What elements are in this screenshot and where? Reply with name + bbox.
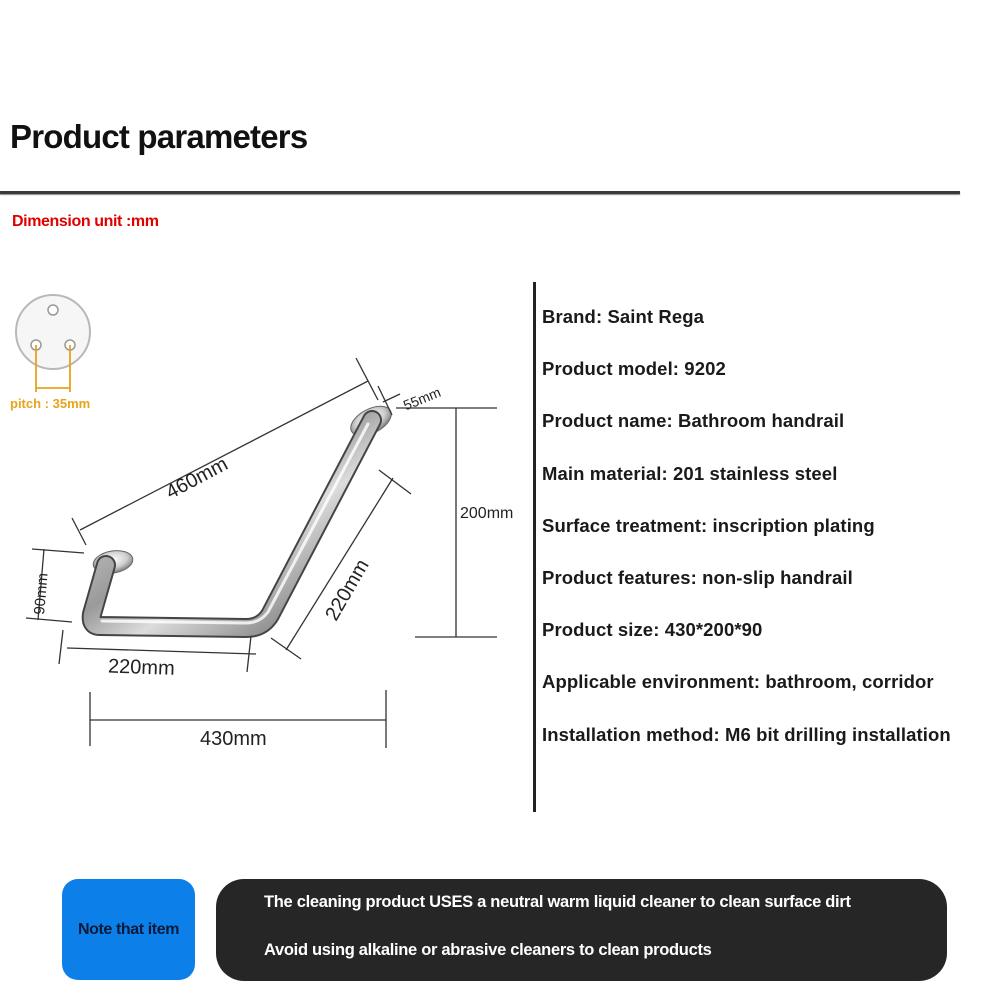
dimension-line-55 [377, 385, 401, 416]
spec-model: Product model: 9202 [542, 358, 726, 380]
care-notice-box: The cleaning product USES a neutral warm… [216, 879, 947, 981]
spec-list: Brand: Saint Rega Product model: 9202 Pr… [542, 306, 951, 776]
dimension-line-220-slanted [270, 469, 412, 660]
spec-surface: Surface treatment: inscription plating [542, 514, 875, 536]
spec-name: Product name: Bathroom handrail [542, 410, 845, 432]
note-badge: Note that item [62, 879, 195, 980]
spec-installation: Installation method: M6 bit drilling ins… [542, 723, 951, 745]
dimension-line-220-bottom [58, 629, 257, 673]
page-title: Product parameters [10, 118, 308, 155]
handrail-dimension-diagram: pitch : 35mm 460mm 55mm 200m [0, 280, 530, 780]
dimension-label-220-slanted: 220mm [321, 556, 373, 625]
dimension-line-200 [396, 407, 497, 638]
dimension-line-430 [89, 690, 387, 748]
dimension-line-460 [71, 357, 379, 546]
dimension-label-220-bottom: 220mm [108, 656, 175, 680]
note-badge-label: Note that item [77, 920, 180, 938]
dimension-unit-note: Dimension unit :mm [12, 213, 159, 230]
spec-features: Product features: non-slip handrail [542, 566, 853, 588]
dimension-label-90: 90mm [31, 572, 52, 615]
pitch-label: pitch : 35mm [10, 396, 90, 411]
care-notice-line-1: The cleaning product USES a neutral warm… [264, 893, 851, 911]
dimension-label-430: 430mm [200, 728, 267, 750]
dimension-label-460: 460mm [162, 453, 231, 504]
dimension-label-55: 55mm [401, 384, 443, 413]
handrail-icon [81, 405, 392, 638]
dimension-label-200: 200mm [460, 505, 513, 522]
care-notice-line-2: Avoid using alkaline or abrasive cleaner… [264, 941, 712, 959]
spec-size: Product size: 430*200*90 [542, 619, 763, 641]
title-divider [0, 191, 960, 194]
spec-brand: Brand: Saint Rega [542, 306, 705, 327]
vertical-divider [533, 282, 536, 812]
flange-plate-icon [15, 294, 91, 392]
spec-material: Main material: 201 stainless steel [542, 462, 838, 484]
dimension-line-90 [25, 548, 85, 623]
spec-environment: Applicable environment: bathroom, corrid… [542, 671, 934, 693]
